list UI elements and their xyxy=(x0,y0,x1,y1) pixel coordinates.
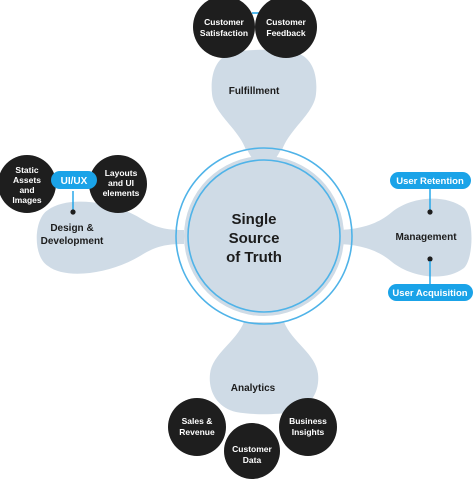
ui-ux-tag-label: UI/UX xyxy=(61,176,88,187)
hub-management: Management xyxy=(395,232,457,243)
bottom-cluster: Sales & Revenue Customer Data Business I… xyxy=(168,398,337,479)
right-arm xyxy=(334,198,472,277)
node-customer-feedback xyxy=(255,0,317,58)
node-layouts-line-2: and UI xyxy=(108,178,134,188)
node-static-assets xyxy=(0,155,56,213)
left-cluster: UI/UX Static Assets and Images Layouts a… xyxy=(0,155,147,215)
node-layouts-ui xyxy=(89,155,147,213)
user-acquisition-label: User Acquisition xyxy=(392,288,467,299)
center-inner-ring xyxy=(187,159,341,313)
center-line-1: Single xyxy=(231,211,276,228)
left-arm xyxy=(36,201,185,274)
node-business-line-1: Business xyxy=(289,416,327,426)
node-customer-data-line-2: Data xyxy=(243,455,262,465)
hub-fulfillment: Fulfillment xyxy=(229,86,280,97)
user-retention-label: User Retention xyxy=(396,176,464,187)
node-static-line-2: Assets xyxy=(13,175,41,185)
node-static-line-3: and xyxy=(19,185,34,195)
hub-design-line-2: Development xyxy=(41,236,104,247)
node-sales-line-2: Revenue xyxy=(179,427,215,437)
center-line-2: Source xyxy=(229,230,280,247)
node-sales-line-1: Sales & xyxy=(182,416,213,426)
node-customer-data xyxy=(224,423,280,479)
hub-design-line-1: Design & xyxy=(50,223,93,234)
user-acquisition-dot xyxy=(427,256,433,262)
node-static-line-1: Static xyxy=(15,165,38,175)
node-sales-revenue xyxy=(168,398,226,456)
node-layouts-line-1: Layouts xyxy=(105,168,138,178)
node-customer-satisfaction xyxy=(193,0,255,58)
center-line-3: of Truth xyxy=(226,249,282,266)
user-acquisition-tag xyxy=(388,284,473,301)
user-retention-dot xyxy=(427,209,433,215)
top-cluster: Customer Satisfaction Customer Feedback xyxy=(193,0,317,58)
ui-ux-connector-dot xyxy=(70,209,76,215)
node-customer-feedback-line-2: Feedback xyxy=(266,28,305,38)
center-label: Single Source of Truth xyxy=(226,211,282,266)
user-retention-tag xyxy=(390,172,471,189)
node-business-line-2: Insights xyxy=(292,427,325,437)
node-layouts-line-3: elements xyxy=(103,188,140,198)
top-arm xyxy=(211,49,317,150)
node-static-line-4: Images xyxy=(12,195,42,205)
bottom-arm xyxy=(209,322,319,415)
ui-ux-tag xyxy=(51,171,97,189)
node-customer-satisfaction-line-1: Customer xyxy=(204,17,244,27)
right-cluster: User Retention User Acquisition xyxy=(388,172,473,301)
node-customer-feedback-line-1: Customer xyxy=(266,17,306,27)
hub-analytics: Analytics xyxy=(231,383,276,394)
node-customer-satisfaction-line-2: Satisfaction xyxy=(200,28,248,38)
node-customer-data-line-1: Customer xyxy=(232,444,272,454)
center-outer-ring xyxy=(175,147,353,325)
node-business-insights xyxy=(279,398,337,456)
